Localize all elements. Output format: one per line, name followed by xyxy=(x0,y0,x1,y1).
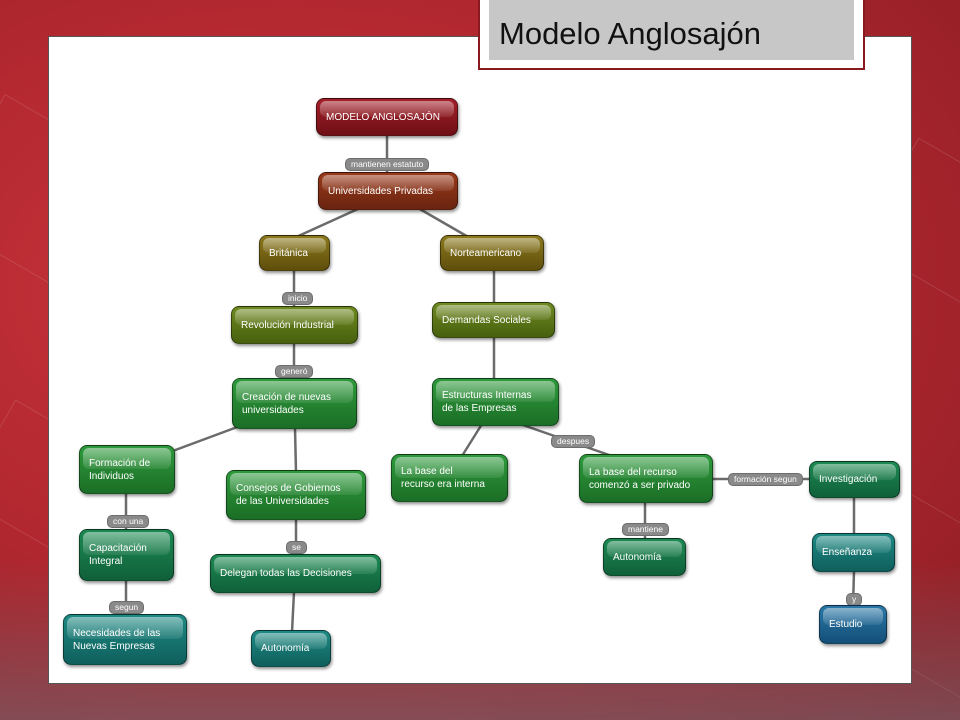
link-label-mantiene: mantiene xyxy=(622,523,669,536)
connector xyxy=(290,591,296,633)
node-norteamericano[interactable]: Norteamericano xyxy=(440,235,544,271)
node-base-recurso-privado[interactable]: La base del recurso comenzó a ser privad… xyxy=(579,454,713,503)
node-ensenanza[interactable]: Enseñanza xyxy=(812,533,895,572)
node-label: Creación de nuevas universidades xyxy=(242,391,331,416)
node-label: Norteamericano xyxy=(450,247,522,259)
node-label: Capacitación Integral xyxy=(89,543,147,567)
node-label: Formación de Individuos xyxy=(89,457,151,482)
node-label: Demandas Sociales xyxy=(442,314,531,326)
node-autonomia-left[interactable]: Autonomía xyxy=(251,630,331,667)
link-label-y: y xyxy=(846,593,863,606)
link-label-despues: despues xyxy=(551,435,596,448)
node-label: Autonomía xyxy=(613,551,662,563)
node-label: Estudio xyxy=(829,619,863,630)
link-label-segun: segun xyxy=(109,601,145,614)
node-label: Investigación xyxy=(819,474,878,485)
node-label: Estructuras Internas de las Empresas xyxy=(442,390,532,414)
node-label: Consejos de Gobiernos de las Universidad… xyxy=(236,483,341,507)
node-consejos-gobiernos[interactable]: Consejos de Gobiernos de las Universidad… xyxy=(226,470,366,520)
node-estructuras-internas[interactable]: Estructuras Internas de las Empresas xyxy=(432,378,559,426)
node-estudio[interactable]: Estudio xyxy=(819,605,887,644)
node-revolucion-industrial[interactable]: Revolución Industrial xyxy=(231,306,358,344)
node-capacitacion-integral[interactable]: Capacitación Integral xyxy=(79,529,174,581)
connector xyxy=(417,206,471,240)
node-britanica[interactable]: Británica xyxy=(259,235,330,271)
link-label-formacion-segun: formación segun xyxy=(728,473,803,486)
connector xyxy=(460,423,484,457)
connector xyxy=(293,427,298,473)
node-label: Universidades Privadas xyxy=(328,185,434,197)
link-label-se: se xyxy=(286,541,307,554)
node-demandas-sociales[interactable]: Demandas Sociales xyxy=(432,302,555,338)
slide-title-box: Modelo Anglosajón xyxy=(478,0,865,70)
node-delegan-decisiones[interactable]: Delegan todas las Decisiones xyxy=(210,554,381,593)
slide-title: Modelo Anglosajón xyxy=(499,16,761,51)
node-investigacion[interactable]: Investigación xyxy=(809,461,900,498)
slide-title-background: Modelo Anglosajón xyxy=(489,0,854,60)
node-label: Enseñanza xyxy=(822,547,873,558)
node-creacion-universidades[interactable]: Creación de nuevas universidades xyxy=(232,378,357,429)
link-label-genero: generó xyxy=(275,365,314,378)
node-label: MODELO ANGLOSAJÓN xyxy=(326,111,440,123)
node-necesidades-empresas[interactable]: Necesidades de las Nuevas Empresas xyxy=(63,614,187,665)
node-label: Británica xyxy=(269,247,308,259)
link-label-con-una: con una xyxy=(107,515,150,528)
node-universidades-privadas[interactable]: Universidades Privadas xyxy=(318,172,458,210)
node-label: La base del recurso era interna xyxy=(401,466,485,490)
connector xyxy=(169,424,241,454)
node-label: Revolución Industrial xyxy=(241,319,334,331)
node-label: Delegan todas las Decisiones xyxy=(220,568,352,579)
node-modelo-anglosajon[interactable]: MODELO ANGLOSAJÓN xyxy=(316,98,458,136)
link-label-mantienen-estatuto: mantienen estatuto xyxy=(345,158,430,171)
node-label: Necesidades de las Nuevas Empresas xyxy=(73,627,161,652)
concept-map-panel xyxy=(48,36,912,684)
node-autonomia-right[interactable]: Autonomía xyxy=(603,538,686,576)
connector xyxy=(293,206,361,240)
node-formacion-individuos[interactable]: Formación de Individuos xyxy=(79,445,175,494)
node-label: La base del recurso comenzó a ser privad… xyxy=(589,466,691,491)
node-label: Autonomía xyxy=(261,643,310,654)
node-base-recurso-interna[interactable]: La base del recurso era interna xyxy=(391,454,508,502)
link-label-inicio: inicio xyxy=(282,292,314,305)
